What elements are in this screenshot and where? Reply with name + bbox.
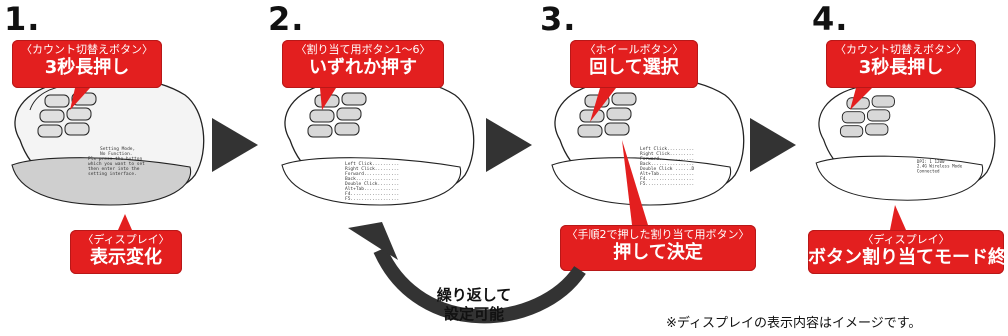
callout-step3-top-main: 回して選択 xyxy=(589,57,679,78)
step-number-3: 3. xyxy=(540,0,577,38)
callout-step4-bottom-main: ボタン割り当てモード終了 xyxy=(808,247,1008,268)
svg-text:Setting Mode,No Function.Pls p: Setting Mode,No Function.Pls press the b… xyxy=(88,146,145,177)
pointer-step3-top xyxy=(590,88,616,122)
mouse-illustration-3: Left Click..........Right Click.........… xyxy=(551,76,745,206)
callout-step3-top: 〈ホイールボタン〉 回して選択 xyxy=(570,40,698,88)
mouse-screen-text-1: Setting Mode,No Function.Pls press the b… xyxy=(88,146,145,177)
step-number-4: 4. xyxy=(812,0,849,38)
step-arrow-2 xyxy=(486,118,532,172)
footnote: ※ディスプレイの表示内容はイメージです。 xyxy=(666,316,922,331)
step-arrow-3 xyxy=(750,118,796,172)
callout-step3-bottom-main: 押して決定 xyxy=(613,242,703,263)
side-buttons-cluster-4 xyxy=(839,95,895,138)
repeat-arrow-head xyxy=(348,222,398,260)
repeat-arrow-curve xyxy=(373,247,586,324)
step-number-1: 1. xyxy=(4,0,41,38)
step-number-2: 2. xyxy=(268,0,305,38)
callout-step1-top: 〈カウント切替えボタン〉 3秒長押し xyxy=(12,40,162,88)
callout-step4-top-main: 3秒長押し xyxy=(858,57,944,78)
pointer-step4-top xyxy=(850,88,872,110)
callout-step4-top: 〈カウント切替えボタン〉 3秒長押し xyxy=(826,40,976,88)
pointer-step1-top xyxy=(70,88,90,110)
callout-step4-bottom-sub: 〈ディスプレイ〉 xyxy=(862,233,950,246)
mouse-display-panel-1 xyxy=(11,157,192,206)
callout-step1-top-main: 3秒長押し xyxy=(44,57,130,78)
repeat-label-line2: 設定可能 xyxy=(443,305,504,323)
svg-text:Left Click..........Right Clic: Left Click..........Right Click.........… xyxy=(640,146,694,187)
repeat-label: 繰り返して 設定可能 xyxy=(419,286,529,324)
pointer-step1-bottom xyxy=(118,214,132,230)
callout-step3-bottom-sub: 〈手順2で押した割り当て用ボタン〉 xyxy=(566,228,750,241)
repeat-label-line1: 繰り返して xyxy=(436,286,512,304)
pointer-step3-bottom xyxy=(622,140,648,225)
pointer-step2-top xyxy=(320,88,336,110)
svg-text:Left Click..........Right Clic: Left Click..........Right Click.........… xyxy=(345,161,399,202)
callout-step1-bottom-sub: 〈ディスプレイ〉 xyxy=(82,233,170,246)
callout-step4-top-sub: 〈カウント切替えボタン〉 xyxy=(835,43,967,56)
pointer-step4-bottom xyxy=(890,205,906,230)
mouse-screen-text-3: Left Click..........Right Click.........… xyxy=(640,146,694,187)
callout-step1-bottom: 〈ディスプレイ〉 表示変化 xyxy=(70,230,182,274)
callout-step4-bottom: 〈ディスプレイ〉 ボタン割り当てモード終了 xyxy=(808,230,1008,274)
mouse-illustration-2: Left Click..........Right Click.........… xyxy=(281,76,475,206)
callout-step3-bottom: 〈手順2で押した割り当て用ボタン〉 押して決定 xyxy=(560,225,756,271)
callout-step1-top-sub: 〈カウント切替えボタン〉 xyxy=(21,43,153,56)
side-buttons-cluster-2 xyxy=(307,92,367,138)
callout-step2-top-main: いずれか押す xyxy=(309,57,417,78)
mouse-screen-text-2: Left Click..........Right Click.........… xyxy=(345,161,399,202)
callout-step3-top-sub: 〈ホイールボタン〉 xyxy=(584,43,684,56)
step-arrow-1 xyxy=(212,118,258,172)
callout-step2-top-sub: 〈割り当て用ボタン1〜6〉 xyxy=(295,43,431,56)
callout-step2-top: 〈割り当て用ボタン1〜6〉 いずれか押す xyxy=(282,40,444,88)
callout-step1-bottom-main: 表示変化 xyxy=(90,247,162,268)
